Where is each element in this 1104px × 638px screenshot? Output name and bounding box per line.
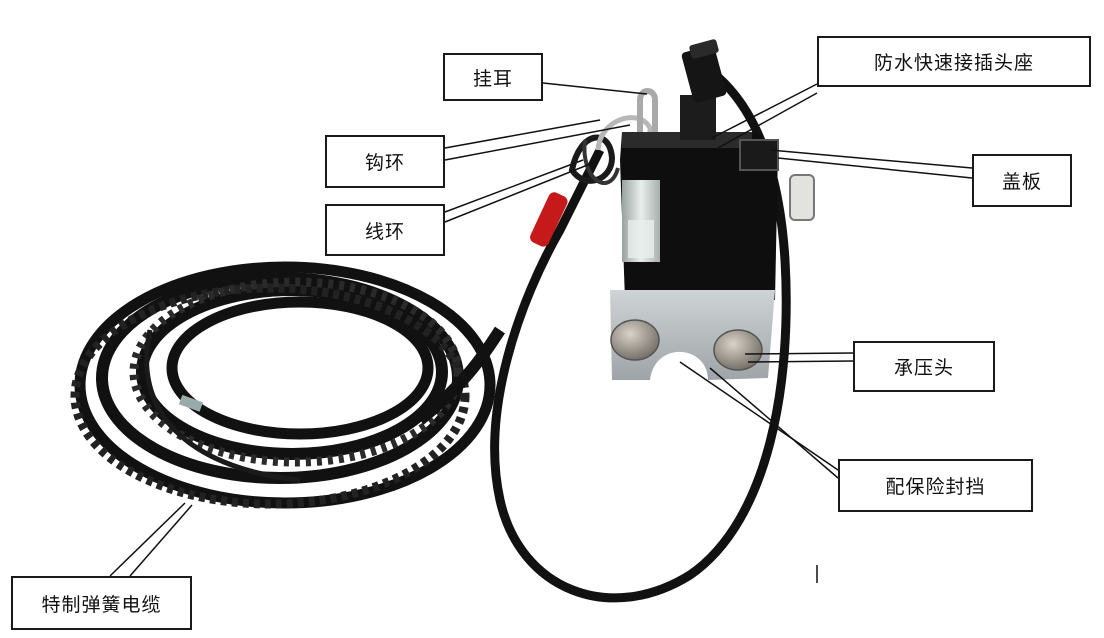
label-wire-loop: 线环 — [325, 204, 445, 256]
spring-cable-lead — [416, 326, 505, 425]
waterproof-connector — [680, 39, 727, 140]
cable-tag — [178, 394, 203, 412]
leader-lines — [109, 82, 973, 583]
label-safety-guard: 配保险封挡 — [838, 459, 1033, 512]
side-cap — [789, 174, 815, 221]
label-cover-plate: 盖板 — [972, 154, 1072, 207]
label-hanger-ear: 挂耳 — [443, 53, 543, 101]
sensor-body — [620, 132, 778, 300]
connector-cable — [490, 68, 791, 603]
spring-cable-loop — [144, 329, 301, 483]
wire-loop — [568, 134, 616, 184]
cover-plate — [739, 139, 779, 171]
hanger-ear — [637, 88, 658, 142]
pressure-plate — [610, 290, 775, 380]
spring-cable-coil — [70, 261, 496, 509]
label-pressure-head: 承压头 — [853, 341, 995, 392]
red-sleeve — [530, 192, 568, 247]
hook-ring — [595, 115, 653, 151]
label-hook-ring: 钩环 — [325, 135, 445, 188]
label-waterproof-connector: 防水快速接插头座 — [817, 36, 1091, 87]
hook-ring-dark — [582, 139, 620, 185]
label-spring-cable: 特制弹簧电缆 — [11, 576, 192, 630]
